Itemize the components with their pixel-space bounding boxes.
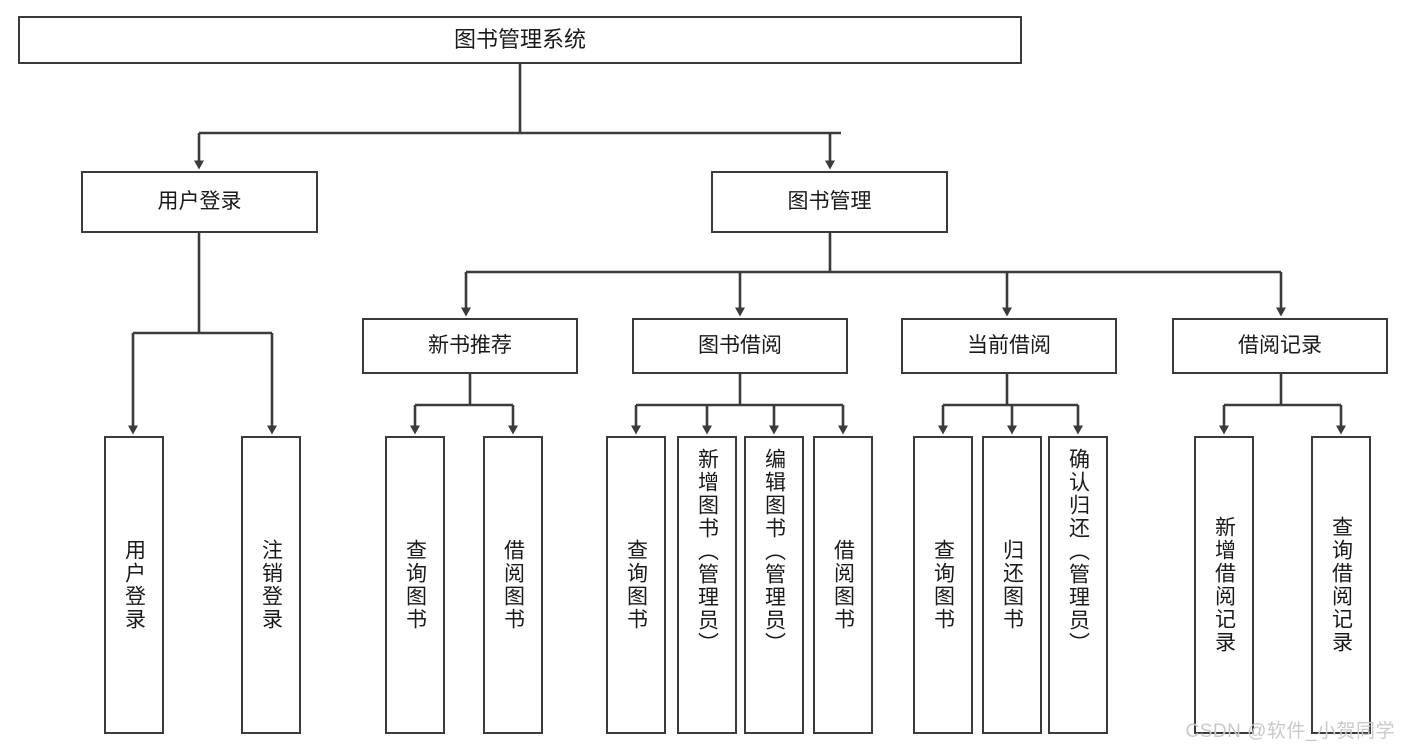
leaf-query-book-recommend[interactable]: 查询图书 bbox=[385, 436, 445, 734]
leaf-logout[interactable]: 注销登录 bbox=[241, 436, 301, 734]
node-label: 新增借阅记录 bbox=[1212, 516, 1236, 654]
node-root-system[interactable]: 图书管理系统 bbox=[18, 16, 1022, 64]
node-book-management[interactable]: 图书管理 bbox=[711, 171, 948, 233]
leaf-lend-book[interactable]: 借阅图书 bbox=[813, 436, 873, 734]
watermark: CSDN @软件_小贺同学 bbox=[1185, 721, 1395, 742]
node-user-login[interactable]: 用户登录 bbox=[81, 171, 318, 233]
leaf-user-login[interactable]: 用户登录 bbox=[104, 436, 164, 734]
node-borrow-records[interactable]: 借阅记录 bbox=[1172, 318, 1388, 374]
node-label: 借阅图书 bbox=[501, 539, 525, 631]
node-current-borrow[interactable]: 当前借阅 bbox=[901, 318, 1117, 374]
node-label: 图书借阅 bbox=[698, 334, 782, 358]
node-label: 查询图书 bbox=[624, 539, 648, 631]
leaf-confirm-return-admin[interactable]: 确认归还（管理员） bbox=[1048, 436, 1108, 734]
node-label: 注销登录 bbox=[259, 539, 283, 631]
node-label: 归还图书 bbox=[1000, 539, 1024, 631]
leaf-query-book-borrow[interactable]: 查询图书 bbox=[606, 436, 666, 734]
node-label: 借阅图书 bbox=[831, 539, 855, 631]
node-label: 图书管理 bbox=[787, 190, 872, 214]
node-label: 查询图书 bbox=[931, 539, 955, 631]
leaf-add-book-admin[interactable]: 新增图书（管理员） bbox=[677, 436, 737, 734]
node-book-borrow[interactable]: 图书借阅 bbox=[632, 318, 848, 374]
node-label: 图书管理系统 bbox=[453, 26, 586, 52]
node-label: 查询图书 bbox=[403, 539, 427, 631]
node-label: 用户登录 bbox=[157, 190, 242, 214]
node-label: 确认归还（管理员） bbox=[1066, 448, 1090, 655]
node-label: 查询借阅记录 bbox=[1329, 516, 1353, 654]
node-label: 新增图书（管理员） bbox=[695, 448, 719, 655]
leaf-query-book-current[interactable]: 查询图书 bbox=[913, 436, 973, 734]
leaf-borrow-book-recommend[interactable]: 借阅图书 bbox=[483, 436, 543, 734]
leaf-edit-book-admin[interactable]: 编辑图书（管理员） bbox=[744, 436, 804, 734]
node-label: 借阅记录 bbox=[1238, 334, 1322, 358]
node-label: 当前借阅 bbox=[967, 334, 1051, 358]
node-label: 用户登录 bbox=[122, 539, 146, 631]
leaf-add-borrow-record[interactable]: 新增借阅记录 bbox=[1194, 436, 1254, 734]
node-label: 新书推荐 bbox=[428, 334, 512, 358]
node-new-book-recommend[interactable]: 新书推荐 bbox=[362, 318, 578, 374]
node-label: 编辑图书（管理员） bbox=[762, 448, 786, 655]
leaf-return-book[interactable]: 归还图书 bbox=[982, 436, 1042, 734]
leaf-query-borrow-record[interactable]: 查询借阅记录 bbox=[1311, 436, 1371, 734]
